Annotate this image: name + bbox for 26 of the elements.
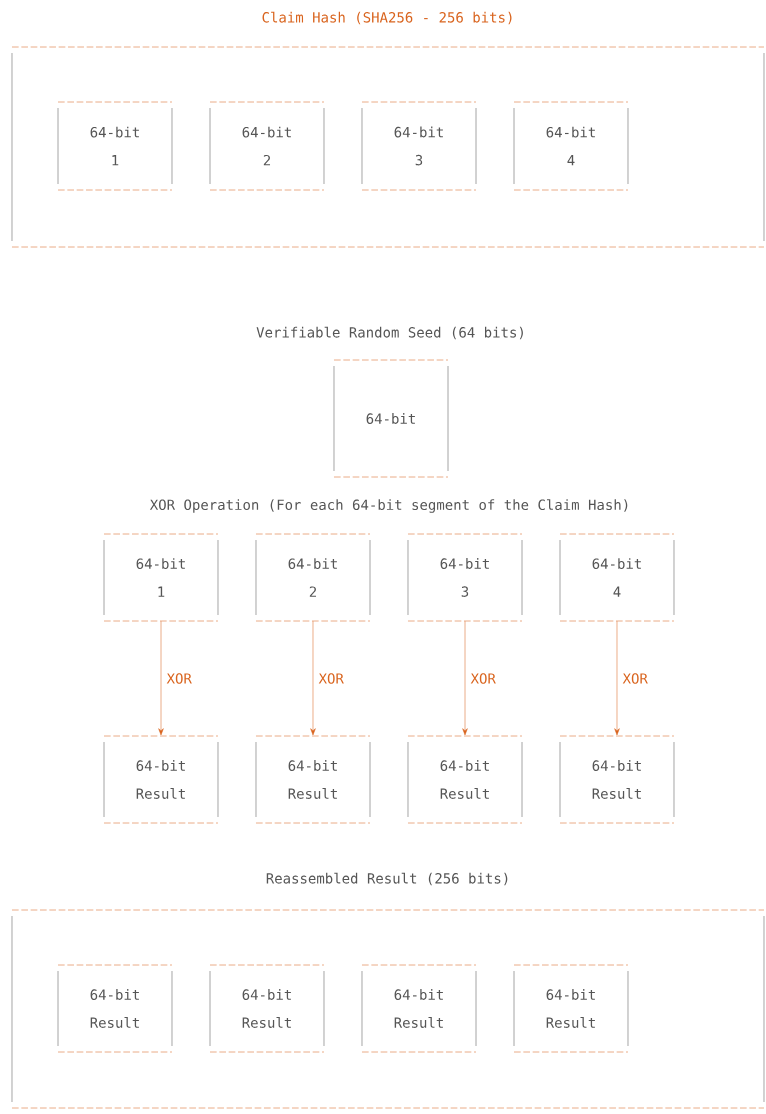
segment-box: 64-bit Result <box>209 964 325 1053</box>
edge-label: XOR <box>621 671 650 686</box>
edge-label: XOR <box>469 671 498 686</box>
segment-box: 64-bit 3 <box>361 101 477 191</box>
segment-box: 64-bit 4 <box>513 101 629 191</box>
segment-box: 64-bit Result <box>407 735 523 824</box>
segment-box: 64-bit Result <box>103 735 219 824</box>
arrow <box>462 620 468 736</box>
segment-box: 64-bit 1 <box>57 101 173 191</box>
segment-box: 64-bit Result <box>361 964 477 1053</box>
segment-box: 64-bit 2 <box>209 101 325 191</box>
segment-box: 64-bit Result <box>513 964 629 1053</box>
arrow <box>310 620 316 736</box>
segment-box: 64-bit Result <box>57 964 173 1053</box>
arrow <box>614 620 620 736</box>
arrow <box>158 620 164 736</box>
segment-box: Verifiable Random Seed (64 bits) 64-bit <box>256 326 523 478</box>
section-label: XOR Operation (For each 64-bit segment of the Claim Hash) <box>149 499 628 513</box>
segment-box: 64-bit 2 <box>255 533 371 622</box>
edge-label: XOR <box>317 671 346 686</box>
segment-box: 64-bit Result <box>559 735 675 824</box>
segment-box: 64-bit 1 <box>103 533 219 622</box>
segment-box: 64-bit 4 <box>559 533 675 622</box>
segment-box: 64-bit Result <box>255 735 371 824</box>
edge-label: XOR <box>165 671 194 686</box>
segment-box: 64-bit 3 <box>407 533 523 622</box>
